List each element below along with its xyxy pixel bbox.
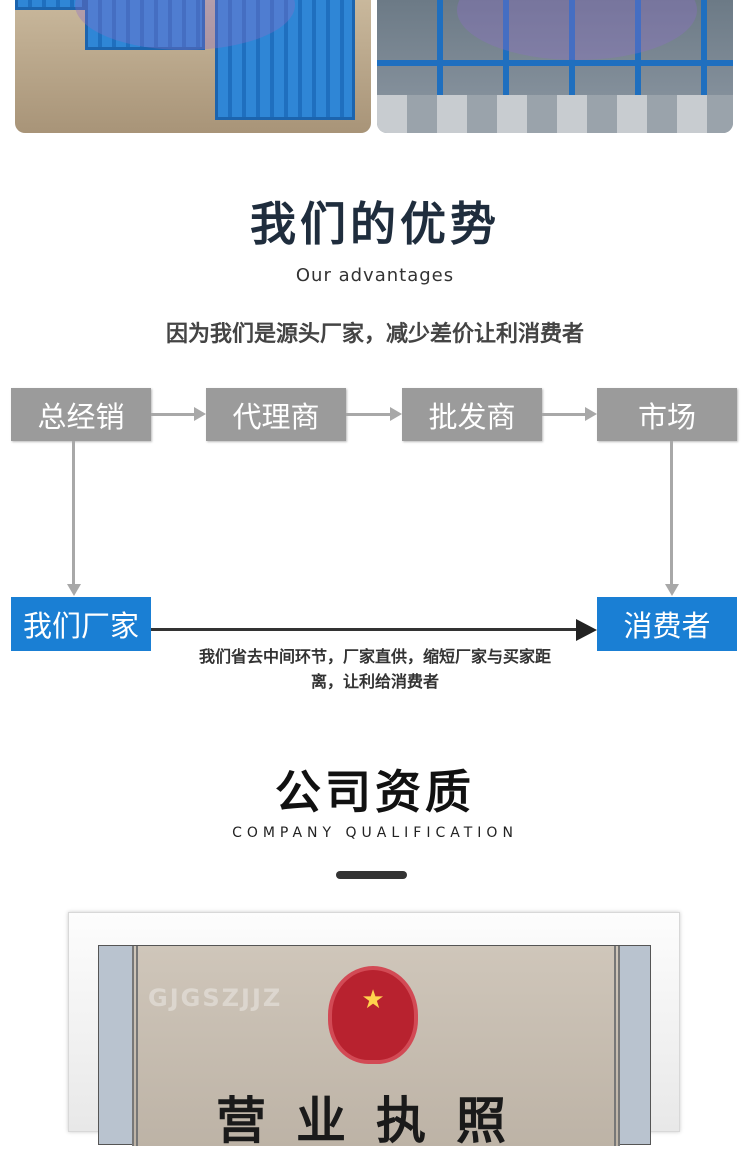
arrow-line [670,441,673,585]
advantages-title: 我们的优势 [250,197,500,251]
certificate: GJGSZJJZ ★ 营业执照 [98,945,651,1150]
qualification-subtitle: COMPANY QUALIFICATION [232,825,518,841]
arrow-down-icon [665,584,679,596]
chain-box-wholesaler: 批发商 [402,388,542,441]
divider-bar [336,871,407,879]
direct-supply-caption: 我们省去中间环节，厂家直供，缩短厂家与买家距 离，让利给消费者 [150,644,600,694]
arrow-line [151,413,195,416]
consumer-box: 消费者 [597,597,737,651]
arrow-right-icon [576,619,597,641]
qualification-title: 公司资质 [275,765,475,819]
certificate-title: 营业执照 [216,1092,536,1150]
certificate-paper: GJGSZJJZ ★ 营业执照 [132,946,620,1150]
arrow-line [542,413,586,416]
factory-box: 我们厂家 [11,597,151,651]
product-photo-steel-cage [15,0,371,133]
arrow-right-icon [194,407,206,421]
advantages-subtitle: Our advantages [295,265,455,286]
caption-line: 离，让利给消费者 [310,672,439,691]
caption-line: 我们省去中间环节，厂家直供，缩短厂家与买家距 [198,647,551,666]
chain-box-distributor: 总经销 [11,388,151,441]
arrow-down-icon [67,584,81,596]
arrow-line [346,413,391,416]
watermark: GJGSZJJZ [148,984,283,1012]
arrow-line [72,441,75,585]
chain-box-agent: 代理商 [206,388,346,441]
arrow-right-icon [585,407,597,421]
chain-box-market: 市场 [597,388,737,441]
arrow-right-icon [390,407,402,421]
certificate-frame: GJGSZJJZ ★ 营业执照 [68,912,680,1150]
national-emblem-icon: ★ [328,966,418,1064]
direct-arrow-line [151,628,579,631]
advantages-tagline: 因为我们是源头厂家，减少差价让利消费者 [165,322,584,347]
product-photo-rack [377,0,733,133]
